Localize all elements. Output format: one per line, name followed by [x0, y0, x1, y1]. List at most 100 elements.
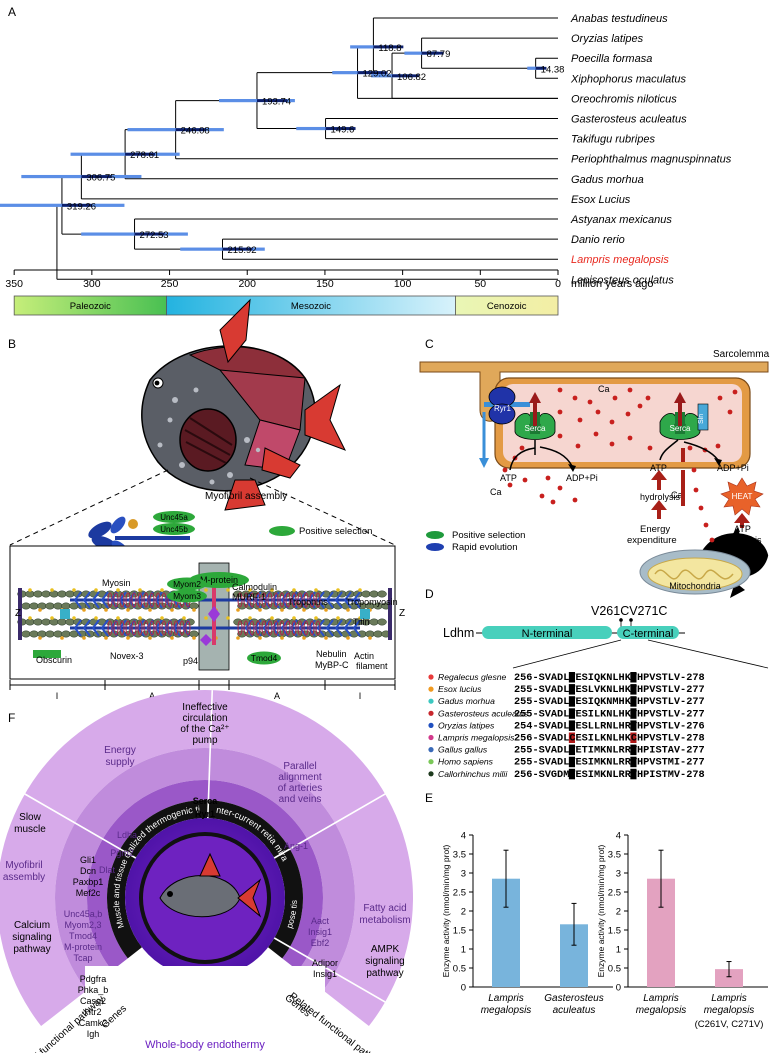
nebulin-label: Nebulin — [316, 649, 347, 659]
myosin-head — [344, 627, 352, 637]
species-name: Gasterosteus aculeatus — [438, 708, 529, 718]
myosin-head — [74, 591, 82, 601]
troponin-dot — [138, 616, 142, 620]
troponin-dot — [72, 616, 76, 620]
troponin-dot — [192, 608, 196, 612]
panel-label-c: C — [425, 337, 434, 351]
conserved-column-highlight — [630, 672, 637, 683]
troponin-dot — [204, 616, 208, 620]
species-dot — [428, 734, 434, 741]
taxon-label: Takifugu rubripes — [571, 134, 655, 146]
calcium-ion — [557, 387, 563, 393]
gene-label: Mef2c — [76, 888, 101, 898]
titin-coil — [161, 620, 167, 636]
gene-label: Camk2 — [79, 1018, 108, 1028]
novex3-label: Novex-3 — [110, 651, 144, 661]
myom3-badge — [167, 589, 207, 603]
myosin-head — [137, 619, 145, 629]
legend-rapid-icon — [426, 543, 444, 551]
conserved-column-highlight — [630, 708, 637, 719]
tree-branches — [0, 17, 558, 280]
troponin-dot — [346, 608, 350, 612]
myosin-head — [119, 599, 127, 609]
legend-positive: Positive selection — [452, 530, 525, 541]
myosin-head — [83, 627, 91, 637]
myosin-head — [344, 591, 352, 601]
taxon-label: Oryzias latipes — [571, 33, 644, 45]
panel-c: C Sarcolemma Ryr1 Serca ATP ADP+Pi Ca — [419, 337, 770, 595]
sequence: 255-SVADLVESLVKNLHKVHPVSTLV-277 — [514, 685, 705, 696]
adp-left: ADP+Pi — [566, 473, 598, 483]
troponin-dot — [292, 616, 296, 620]
myosin-head — [335, 599, 343, 609]
ring-outer — [0, 690, 413, 1027]
titin-coil — [131, 620, 137, 636]
titin-coil — [155, 620, 161, 636]
gene-label: Insig1 — [313, 969, 337, 979]
wheel-text: circulation — [182, 713, 227, 724]
calcium-ion — [572, 395, 578, 401]
troponin-dot — [60, 636, 64, 640]
calcium-ion — [645, 395, 651, 401]
center-fish-eye-icon — [167, 891, 173, 897]
calcium-ion — [709, 537, 715, 543]
troponin-dot — [270, 588, 274, 592]
node-stem — [535, 66, 547, 70]
actin-bead — [45, 630, 55, 638]
node-age-label: 106.82 — [397, 72, 426, 83]
myosin-head — [326, 599, 334, 609]
panel-d: D V261CV271C Ldhm N-terminal C-terminal … — [425, 587, 769, 781]
gene-label: Dlat — [99, 865, 116, 875]
actin-bead — [53, 630, 63, 638]
conserved-column-highlight — [568, 672, 575, 683]
sector-divider — [206, 690, 214, 819]
atp-synthesis-arrow-icon — [734, 513, 750, 523]
panel-b: B Myofibril assembly Unc45a — [8, 298, 405, 701]
atp-synthesis-1: ATP — [734, 524, 751, 534]
calcium-ion — [703, 522, 709, 528]
era-label: Paleozoic — [70, 301, 111, 312]
murf1-label: MURF-1 — [232, 592, 266, 602]
troponin-dot — [50, 588, 54, 592]
wheel-text: muscle — [14, 824, 46, 835]
conserved-column-highlight — [568, 720, 575, 731]
troponin-dot — [248, 616, 252, 620]
myom3-label: Myom3 — [173, 591, 201, 601]
calcium-ion — [693, 487, 699, 493]
troponin-dot — [314, 588, 318, 592]
n-terminal-label: N-terminal — [522, 628, 573, 640]
species-dot — [428, 747, 434, 753]
titin-coil — [255, 620, 261, 636]
troponin-dot — [314, 616, 318, 620]
bar — [715, 969, 743, 987]
node-age-label: 14.38 — [541, 64, 565, 75]
node-stem — [175, 128, 206, 132]
myosin-head — [173, 627, 181, 637]
tmod4-label: Tmod4 — [251, 653, 278, 663]
titin-coil — [179, 620, 185, 636]
calcium-ion — [522, 477, 528, 483]
node-age-label: 246.08 — [181, 126, 210, 137]
troponin-dot — [192, 636, 196, 640]
troponin-dot — [324, 608, 328, 612]
category-label-line2: megalopsis — [481, 1005, 532, 1016]
atp-left: ATP — [500, 473, 517, 483]
species-dot — [428, 686, 434, 692]
troponin-dot — [38, 636, 42, 640]
titin-coil — [131, 592, 137, 608]
taxon-label: Periophthalmus magnuspinnatus — [571, 154, 732, 166]
titin-anchor — [360, 609, 370, 615]
node-stem — [373, 45, 404, 49]
taxon-label: Anabas testudineus — [570, 13, 668, 25]
troponin-dot — [126, 636, 130, 640]
troponin-dot — [182, 616, 186, 620]
titin-coil — [297, 592, 303, 608]
myosin-head — [155, 627, 163, 637]
node-stem — [222, 247, 253, 251]
serca-pump-left-icon — [514, 392, 556, 440]
gene-label: Insig1 — [308, 927, 332, 937]
panel-label-b: B — [8, 337, 16, 351]
legend-rapid: Rapid evolution — [452, 542, 518, 553]
